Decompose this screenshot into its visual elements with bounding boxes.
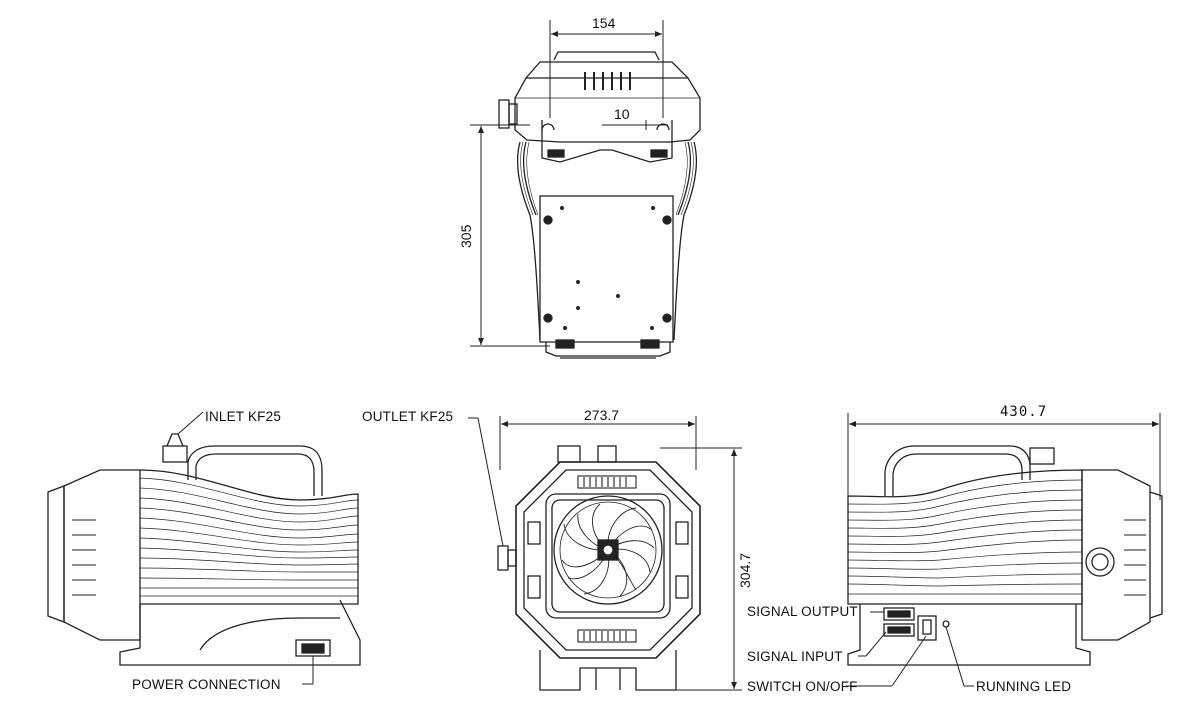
label-power-connection: POWER CONNECTION <box>132 677 281 692</box>
dim-top-width: 154 <box>592 15 616 31</box>
top-view <box>470 20 701 359</box>
label-signal-input: SIGNAL INPUT <box>747 649 843 664</box>
label-inlet: INLET KF25 <box>205 409 282 424</box>
label-signal-output: SIGNAL OUTPUT <box>747 604 858 619</box>
front-view <box>468 416 742 691</box>
label-switch: SWITCH ON/OFF <box>747 679 858 694</box>
dim-top-height: 305 <box>458 224 474 248</box>
dim-front-height: 304.7 <box>737 552 753 588</box>
label-outlet: OUTLET KF25 <box>362 409 454 424</box>
dim-side-length: 430.7 <box>1000 404 1048 420</box>
label-running-led: RUNNING LED <box>976 679 1072 694</box>
left-side-view <box>47 411 361 685</box>
dim-front-width: 273.7 <box>584 407 620 423</box>
dim-top-slot: 10 <box>614 106 630 122</box>
right-side-view <box>846 413 1163 687</box>
